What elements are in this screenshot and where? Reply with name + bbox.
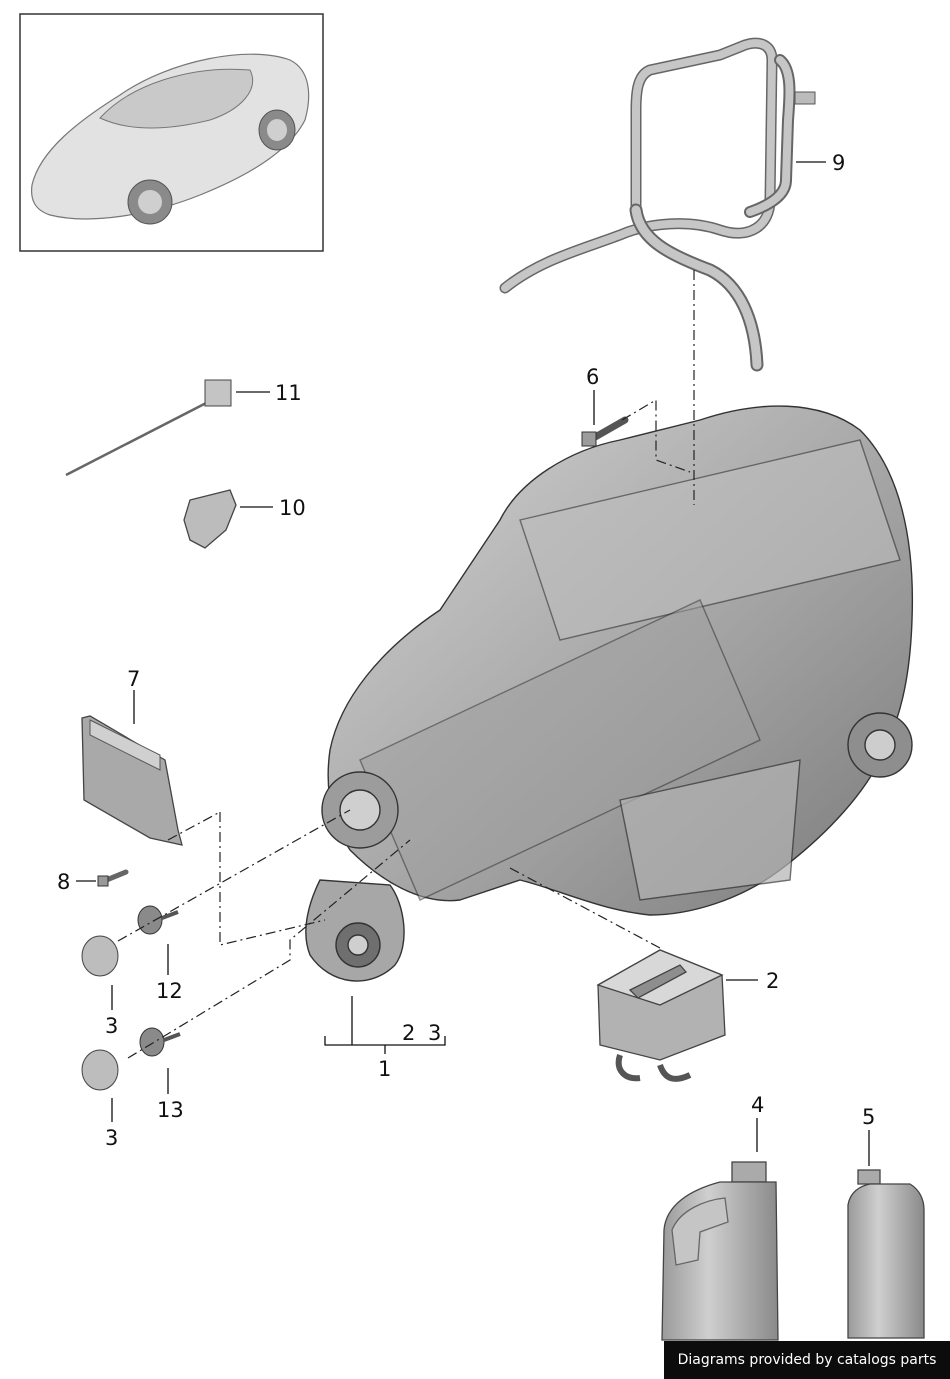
callout-7: 7	[127, 667, 140, 691]
cover-7	[81, 715, 183, 846]
callout-5: 5	[862, 1105, 875, 1129]
callout-4: 4	[751, 1093, 764, 1117]
leader-lines	[76, 161, 870, 1166]
assembly-guides	[117, 270, 695, 1059]
seal-13	[139, 1027, 181, 1057]
callout-12: 12	[156, 979, 183, 1003]
callout-group-2: 2	[402, 1021, 415, 1045]
oil-container-4	[661, 1161, 779, 1341]
credit-banner: Diagrams provided by catalogs parts	[664, 1341, 950, 1379]
callout-3b: 3	[105, 1126, 118, 1150]
callout-8: 8	[57, 870, 70, 894]
clip-10	[183, 489, 237, 549]
bolt-6	[581, 416, 629, 447]
callout-1: 1	[378, 1057, 391, 1081]
oil-bottle-5	[847, 1169, 925, 1339]
callout-13: 13	[157, 1098, 184, 1122]
callout-11: 11	[275, 381, 302, 405]
cable-11	[65, 379, 232, 477]
callout-10: 10	[279, 496, 306, 520]
transmission-housing	[305, 405, 914, 982]
callout-9: 9	[832, 151, 845, 175]
callout-2: 2	[766, 969, 779, 993]
callout-labels: 9 11 10 6 7 8 12 3 13 3 2 2 3 1 4 5	[57, 151, 875, 1150]
vehicle-thumbnail	[19, 13, 324, 252]
bolt-8	[97, 869, 129, 887]
callout-group-3: 3	[428, 1021, 441, 1045]
coolant-pipe-assembly	[499, 37, 816, 372]
plug-3b	[81, 1049, 119, 1091]
callout-3a: 3	[105, 1014, 118, 1038]
callout-6: 6	[586, 365, 599, 389]
plug-3a	[81, 935, 119, 977]
oil-cooler-2	[596, 949, 726, 1082]
